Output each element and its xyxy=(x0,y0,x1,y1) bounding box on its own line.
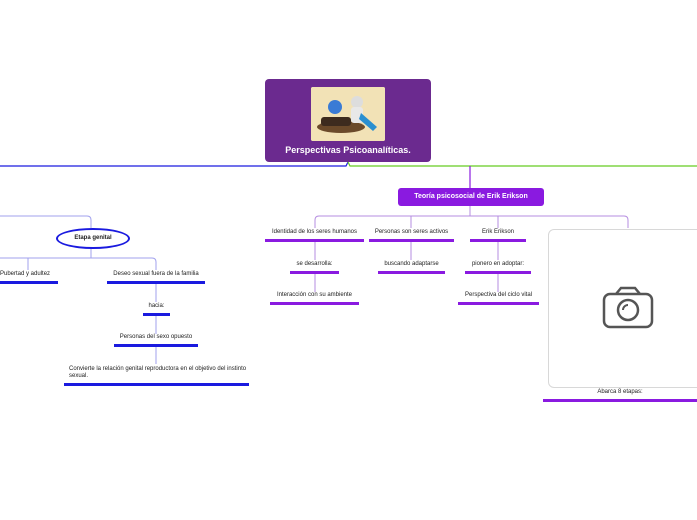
erik-erikson-node[interactable]: Erik Erikson xyxy=(470,229,526,242)
toward-node[interactable]: hacia: xyxy=(143,303,170,316)
genital-stage-node[interactable]: Etapa genital xyxy=(56,228,130,249)
root-illustration xyxy=(311,87,385,141)
root-node[interactable]: Perspectivas Psicoanalíticas. xyxy=(265,79,431,162)
environment-interaction-node[interactable]: Interacción con su ambiente xyxy=(270,292,359,305)
root-title: Perspectivas Psicoanalíticas. xyxy=(285,145,411,155)
opposite-sex-node[interactable]: Personas del sexo opuesto xyxy=(114,334,198,347)
sexual-desire-node[interactable]: Deseo sexual fuera de la familia xyxy=(107,271,205,284)
identity-node[interactable]: Identidad de los seres humanos xyxy=(265,229,364,242)
adapting-node[interactable]: buscando adaptarse xyxy=(378,261,445,274)
life-cycle-node[interactable]: Perspectiva del ciclo vital xyxy=(458,292,539,305)
puberty-node[interactable]: Pubertad y adultez xyxy=(0,271,58,284)
pioneer-node[interactable]: pionero en adoptar: xyxy=(465,261,531,274)
reproductive-goal-node[interactable]: Convierte la relación genital reproducto… xyxy=(64,366,249,386)
develops-node[interactable]: se desarrolla: xyxy=(290,261,339,274)
image-placeholder-node[interactable] xyxy=(548,229,697,388)
active-beings-node[interactable]: Personas son seres activos xyxy=(369,229,454,242)
erikson-theory-node[interactable]: Teoría psicosocial de Erik Erikson xyxy=(398,188,544,206)
camera-icon xyxy=(602,286,654,329)
stages-node[interactable]: Abarca 8 etapas: xyxy=(543,389,697,402)
